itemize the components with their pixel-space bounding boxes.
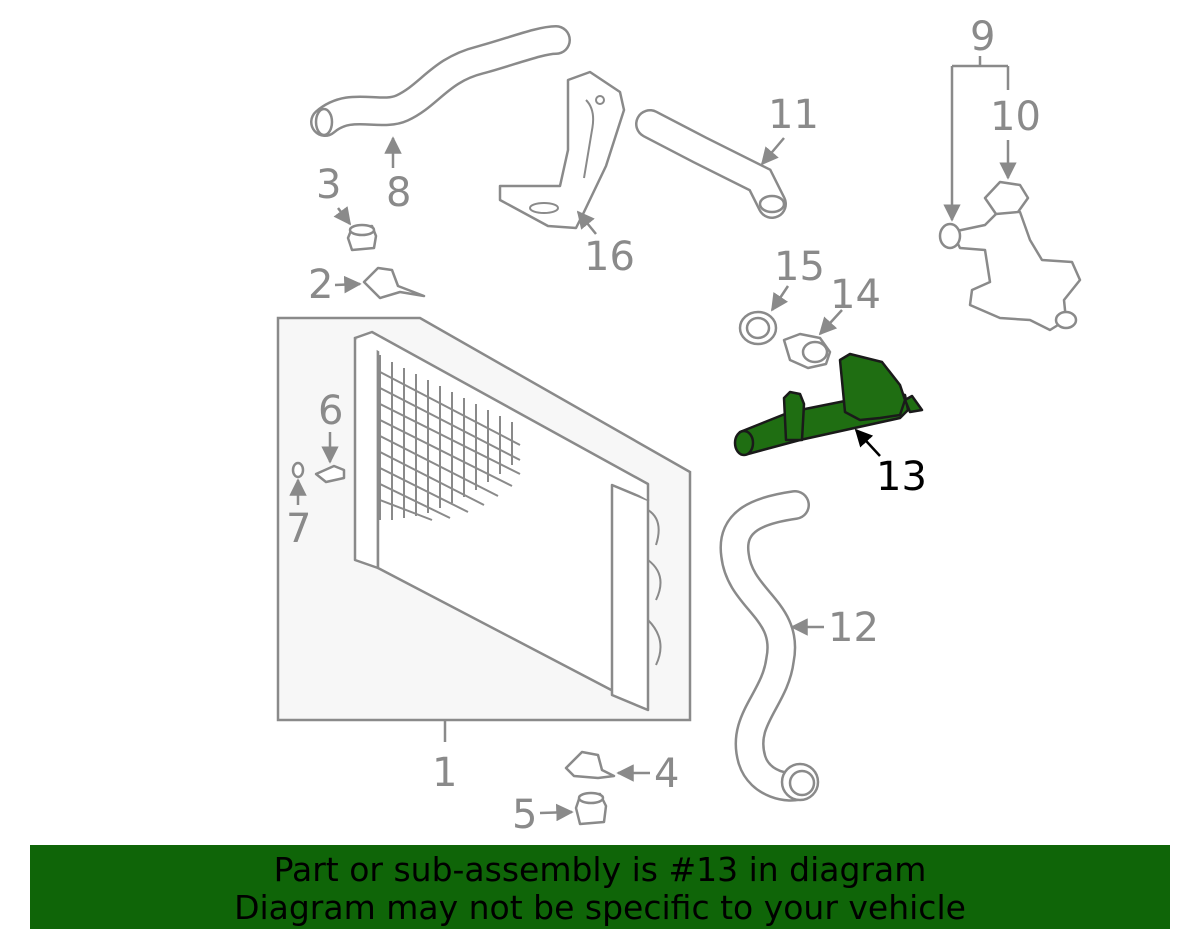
callout-3: 3 (316, 162, 341, 208)
thermostat (782, 309, 843, 370)
callout-1: 1 (432, 750, 457, 796)
callout-9: 9 (970, 14, 995, 60)
callout-2: 2 (308, 262, 333, 308)
callout-14: 14 (830, 272, 881, 318)
water-inlet-pipe-highlighted (733, 352, 924, 457)
radiator-assembly (276, 316, 692, 742)
callout-15: 15 (774, 244, 825, 290)
hose-bracket (498, 70, 626, 235)
banner-line-1: Part or sub-assembly is #13 in diagram (273, 850, 927, 889)
callout-4: 4 (654, 751, 679, 797)
info-banner: Part or sub-assembly is #13 in diagram D… (30, 845, 1170, 929)
radiator-bracket-lower (564, 750, 650, 782)
drain-cock-o-ring (289, 461, 307, 505)
callout-10: 10 (990, 94, 1041, 140)
bypass-hose (635, 109, 787, 219)
banner-line-2: Diagram may not be specific to your vehi… (234, 888, 966, 927)
drain-cock (314, 432, 346, 484)
lower-radiator-hose (719, 490, 824, 802)
callout-5: 5 (512, 792, 537, 838)
callout-6: 6 (318, 388, 343, 434)
callout-13: 13 (876, 454, 927, 500)
water-outlet-housing (938, 56, 1082, 332)
callout-8: 8 (386, 170, 411, 216)
thermostat-gasket (738, 285, 790, 346)
radiator-bracket-upper (334, 266, 426, 300)
radiator-core-fins (379, 355, 521, 521)
radiator-cushion-lower (539, 791, 608, 826)
callout-11: 11 (768, 92, 819, 138)
callout-16: 16 (584, 234, 635, 280)
upper-radiator-hose (310, 25, 571, 168)
callout-12: 12 (828, 605, 879, 651)
parts-diagram: 1 2 3 4 5 6 7 8 (276, 14, 1082, 838)
callout-7: 7 (286, 506, 311, 552)
radiator-cushion-upper (333, 206, 378, 252)
